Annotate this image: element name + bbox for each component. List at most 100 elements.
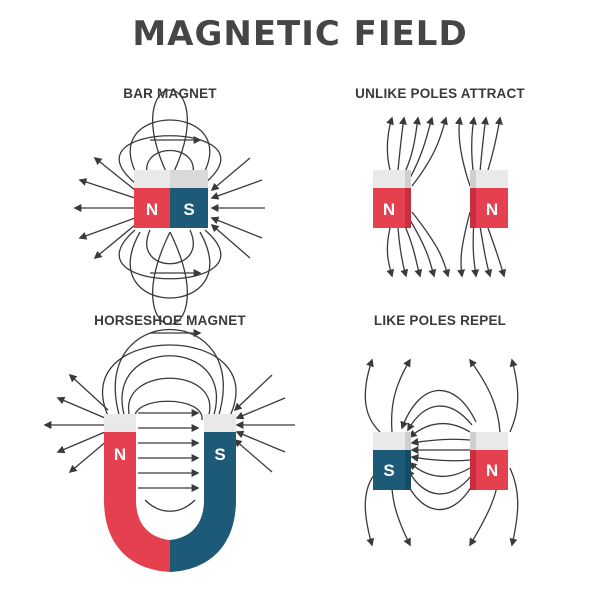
- bar-magnet: N S: [134, 170, 208, 228]
- magnet-cap: [470, 170, 508, 188]
- field-arrow: [408, 422, 471, 439]
- bar-magnet-field-lines: [73, 89, 265, 325]
- magnet-cap: [470, 432, 508, 450]
- field-line: [146, 229, 194, 265]
- field-arrow: [56, 396, 106, 419]
- field-arrow: [390, 358, 411, 433]
- field-line: [114, 329, 224, 419]
- magnet-cap: [373, 170, 411, 188]
- south-pole-label: S: [383, 461, 394, 480]
- magnet-side: [405, 188, 411, 228]
- field-arrow: [210, 216, 263, 239]
- unlike-right-magnet: N: [470, 170, 508, 228]
- field-arrow: [386, 116, 394, 171]
- field-arrow: [78, 217, 136, 240]
- magnet-cap: [373, 432, 411, 450]
- north-pole-label: N: [146, 200, 158, 219]
- field-line: [129, 231, 211, 299]
- field-line: [144, 499, 196, 512]
- like-poles-title: LIKE POLES REPEL: [373, 313, 507, 328]
- field-arrow: [487, 227, 507, 278]
- south-pole-label: S: [183, 200, 194, 219]
- field-arrow: [404, 116, 421, 173]
- field-arrow: [78, 178, 136, 199]
- north-arm: [104, 432, 170, 572]
- field-arrow: [210, 179, 263, 200]
- south-pole-block: [373, 450, 405, 490]
- field-arrow: [469, 116, 477, 179]
- field-line: [118, 229, 222, 280]
- field-arrow: [93, 157, 136, 191]
- magnet-side: [470, 188, 476, 228]
- field-arrow: [68, 373, 109, 411]
- field-line: [127, 377, 211, 419]
- field-arrow: [409, 116, 434, 179]
- field-line: [118, 135, 222, 184]
- page-title: MAGNETIC FIELD: [132, 14, 468, 54]
- field-line: [134, 400, 203, 421]
- field-arrow: [210, 157, 251, 192]
- field-arrow: [410, 454, 471, 462]
- field-line: [152, 89, 188, 181]
- field-arrow: [397, 116, 407, 171]
- field-arrow: [487, 116, 503, 171]
- horseshoe-magnet: N S: [104, 414, 236, 572]
- field-arrow: [235, 397, 286, 420]
- north-pole-block: [373, 188, 405, 228]
- field-arrow: [509, 467, 519, 547]
- field-arrow: [404, 225, 423, 278]
- like-left-magnet: S: [373, 432, 411, 490]
- south-arm: [170, 432, 236, 572]
- magnet-cap: [170, 170, 208, 188]
- horseshoe-field-lines: [43, 329, 295, 512]
- field-arrow: [457, 211, 471, 278]
- unlike-left-magnet: N: [373, 170, 411, 228]
- unlike-poles-field-lines: [386, 116, 507, 278]
- field-line: [129, 119, 211, 181]
- field-arrow: [469, 358, 501, 433]
- field-arrow: [233, 438, 273, 473]
- field-line: [152, 231, 188, 325]
- field-arrow: [68, 439, 109, 474]
- field-arrow: [364, 358, 381, 433]
- field-line: [121, 355, 217, 419]
- like-right-magnet: N: [470, 432, 508, 490]
- magnet-cap: [134, 170, 170, 188]
- north-pole-block: [476, 450, 508, 490]
- field-arrow: [410, 438, 471, 446]
- magnet-side: [405, 450, 411, 490]
- field-arrow: [397, 227, 409, 278]
- field-arrow: [455, 116, 471, 187]
- field-arrow: [233, 374, 273, 412]
- south-pole-label: S: [214, 445, 225, 464]
- field-arrow: [407, 405, 473, 432]
- magnet-cap: [104, 414, 136, 432]
- north-pole-label: N: [486, 200, 498, 219]
- field-arrow: [409, 219, 437, 278]
- field-arrow: [479, 116, 489, 173]
- north-pole-block: [476, 188, 508, 228]
- field-arrow: [210, 223, 251, 259]
- north-pole-label: N: [383, 200, 395, 219]
- field-arrow: [407, 468, 473, 495]
- field-arrow: [93, 224, 136, 260]
- field-arrow: [408, 461, 471, 478]
- field-arrow: [400, 389, 477, 430]
- horseshoe-magnet-title: HORSESHOE MAGNET: [94, 313, 246, 328]
- field-line: [146, 149, 194, 183]
- bar-magnet-title: BAR MAGNET: [123, 86, 217, 101]
- field-arrow: [56, 431, 106, 454]
- south-pole-block: [170, 188, 208, 228]
- field-arrow: [386, 227, 395, 278]
- north-pole-label: N: [114, 445, 126, 464]
- field-arrow: [479, 225, 493, 278]
- magnet-cap: [204, 414, 236, 432]
- north-pole-block: [134, 188, 170, 228]
- field-arrow: [509, 358, 519, 433]
- field-line: [102, 344, 237, 421]
- field-arrow: [235, 430, 286, 453]
- magnet-side: [470, 450, 476, 490]
- field-arrow: [411, 211, 451, 278]
- field-arrow: [411, 116, 448, 187]
